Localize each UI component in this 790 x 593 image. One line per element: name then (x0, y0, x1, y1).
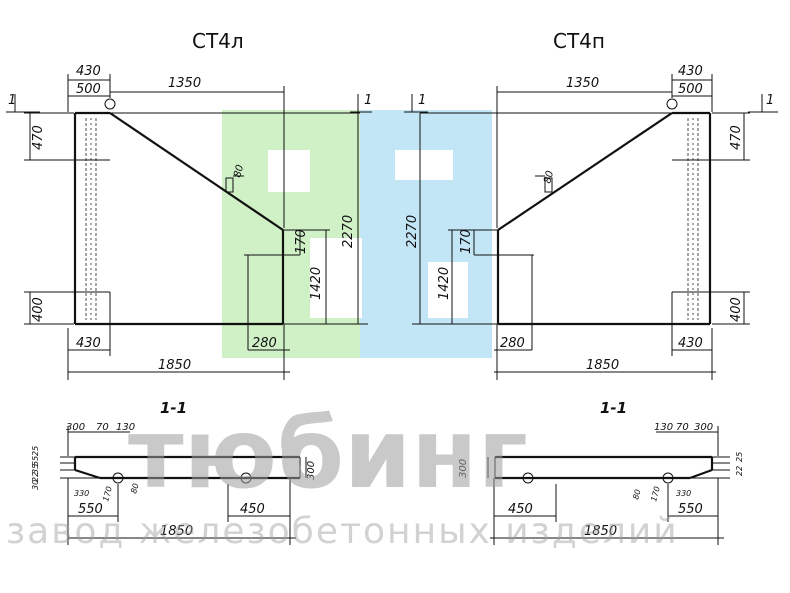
section-right-550: 550 (678, 502, 703, 517)
watermark-brand: тюбинг (128, 398, 528, 510)
section-right-stack-1: 25 (735, 452, 744, 462)
dim-left-400: 400 (31, 297, 46, 322)
logo-mark (222, 110, 492, 358)
section-right-300: 300 (694, 422, 713, 433)
dim-left-2270: 2270 (341, 215, 356, 248)
panel-left-title: СТ4л (192, 29, 244, 53)
dim-left-80: 80 (232, 164, 246, 179)
dim-left-1850: 1850 (158, 358, 191, 373)
dim-left-1420: 1420 (309, 267, 324, 300)
section-right: 1-1 25 22 130 70 300 300 80 170 330 550 … (458, 399, 744, 545)
section-right-170: 170 (649, 485, 662, 502)
section-left-stack-3: 35 (31, 464, 40, 474)
section-right-330: 330 (676, 489, 691, 498)
dim-right-280: 280 (500, 336, 525, 351)
cut-mark-right-a: 1 (418, 93, 426, 108)
logo-white-bar (395, 150, 453, 180)
dim-right-1350: 1350 (566, 76, 599, 91)
section-right-70: 70 (676, 422, 689, 433)
section-right-300-left: 300 (458, 459, 469, 478)
cut-mark-left-b: 1 (364, 93, 372, 108)
section-left-stack-4: 22 (31, 472, 40, 482)
dim-right-2270: 2270 (405, 215, 420, 248)
dim-left-430-bottom: 430 (76, 336, 101, 351)
section-right-450: 450 (508, 502, 533, 517)
section-left-170: 170 (101, 485, 114, 502)
dim-left-430-top: 430 (76, 64, 101, 79)
section-left-330: 330 (74, 489, 89, 498)
section-left-300: 300 (66, 422, 85, 433)
section-left-70: 70 (96, 422, 109, 433)
section-left-1850: 1850 (160, 524, 193, 539)
section-right-80: 80 (631, 488, 642, 500)
dim-right-500: 500 (678, 82, 703, 97)
dim-right-400: 400 (729, 297, 744, 322)
section-right-stack-2: 22 (735, 466, 744, 476)
panel-left: СТ4л 430 500 1350 1 1 470 (6, 29, 372, 380)
dim-right-430-top: 430 (678, 64, 703, 79)
dim-right-80: 80 (542, 170, 556, 185)
logo-white-square (268, 150, 310, 192)
section-left-130: 130 (116, 422, 135, 433)
section-right-1850: 1850 (584, 524, 617, 539)
section-right-title: 1-1 (600, 399, 627, 417)
logo-green-block (222, 110, 360, 358)
section-left-title: 1-1 (160, 399, 187, 417)
dim-left-500: 500 (76, 82, 101, 97)
dim-right-1420: 1420 (437, 267, 452, 300)
watermark: тюбинг завод железобетонных изделий (6, 398, 679, 552)
section-left: 1-1 25 55 35 22 30 300 70 130 300 330 17… (31, 399, 317, 545)
dim-right-430-bottom: 430 (678, 336, 703, 351)
logo-white-block-2 (428, 262, 468, 318)
section-left-stack-1: 25 (31, 446, 40, 456)
dim-right-1850: 1850 (586, 358, 619, 373)
dim-left-1350: 1350 (168, 76, 201, 91)
watermark-subtitle: завод железобетонных изделий (6, 511, 679, 552)
section-left-550: 550 (78, 502, 103, 517)
section-left-80: 80 (129, 482, 140, 494)
section-left-450: 450 (240, 502, 265, 517)
section-left-stack-2: 55 (31, 456, 40, 466)
section-left-stack-5: 30 (31, 480, 40, 490)
panel-right-title: СТ4п (553, 29, 605, 53)
dim-right-170: 170 (459, 229, 474, 254)
dim-left-470: 470 (31, 125, 46, 150)
dim-left-280: 280 (252, 336, 277, 351)
dim-left-170: 170 (294, 229, 309, 254)
dim-right-470: 470 (729, 125, 744, 150)
section-left-300-right: 300 (306, 461, 317, 480)
logo-white-block (310, 238, 362, 318)
panel-right: СТ4п 430 500 1350 1 1 470 (404, 29, 778, 380)
section-right-130: 130 (654, 422, 673, 433)
cut-mark-left-a: 1 (8, 93, 16, 108)
cut-mark-right-b: 1 (766, 93, 774, 108)
